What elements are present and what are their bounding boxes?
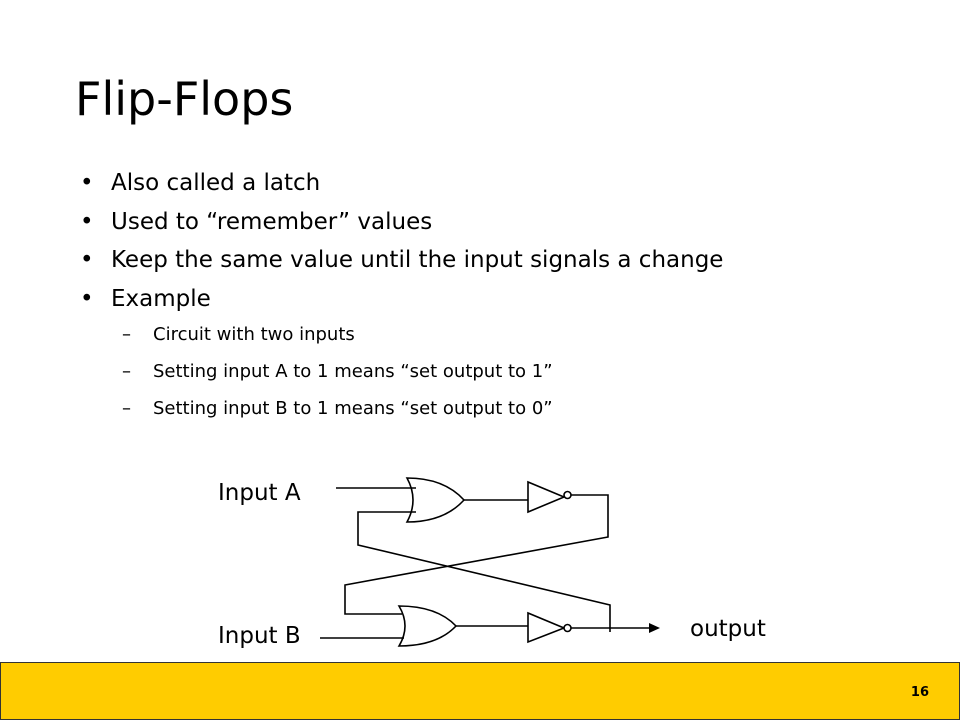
input-b-label: Input B (218, 623, 301, 649)
slide-title: Flip-Flops (75, 72, 294, 126)
sub-bullet-dash: – (122, 398, 131, 419)
bullet-text: Keep the same value until the input sign… (111, 247, 724, 273)
sub-bullet-item: – Circuit with two inputs (122, 316, 553, 353)
bullet-text: Used to “remember” values (111, 208, 433, 235)
sub-bullet-list: – Circuit with two inputs – Setting input … (122, 316, 553, 427)
bullet-dot: • (80, 170, 94, 196)
bullet-text: Example (111, 285, 211, 312)
bullet-item: • Example (80, 280, 723, 319)
feedback-wire-to-b-output (357, 511, 611, 632)
bullet-dot: • (80, 285, 94, 312)
or-gate-a (405, 477, 466, 523)
bullet-dot: • (80, 247, 94, 273)
flip-flop-circuit (320, 477, 660, 647)
sub-bullet-text: Setting input A to 1 means “set output t… (153, 361, 553, 382)
sub-bullet-text: Setting input B to 1 means “set output t… (153, 398, 553, 419)
output-label: output (690, 616, 766, 642)
feedback-wire-to-or-b (344, 494, 609, 615)
footer-bar: 16 (0, 662, 960, 720)
input-a-label: Input A (218, 480, 301, 506)
not-gate-b-bubble (563, 623, 572, 633)
bullet-text: Also called a latch (111, 170, 321, 196)
sub-bullet-text: Circuit with two inputs (153, 324, 355, 345)
output-arrowhead (649, 623, 660, 633)
sub-bullet-item: – Setting input B to 1 means “set output … (122, 390, 553, 427)
bullet-dot: • (80, 208, 94, 235)
bullet-item: • Also called a latch (80, 164, 723, 203)
page-number: 16 (910, 685, 929, 700)
not-gate-a (527, 480, 567, 514)
bullet-list: • Also called a latch • Used to “remember”… (80, 164, 723, 318)
bullet-item: • Keep the same value until the input sig… (80, 241, 723, 280)
not-gate-b (527, 611, 567, 644)
or-gate-b (397, 605, 458, 647)
sub-bullet-dash: – (122, 361, 131, 382)
bullet-item: • Used to “remember” values (80, 203, 723, 242)
sub-bullet-item: – Setting input A to 1 means “set output … (122, 353, 553, 390)
not-gate-a-bubble (563, 490, 572, 500)
sub-bullet-dash: – (122, 324, 131, 345)
